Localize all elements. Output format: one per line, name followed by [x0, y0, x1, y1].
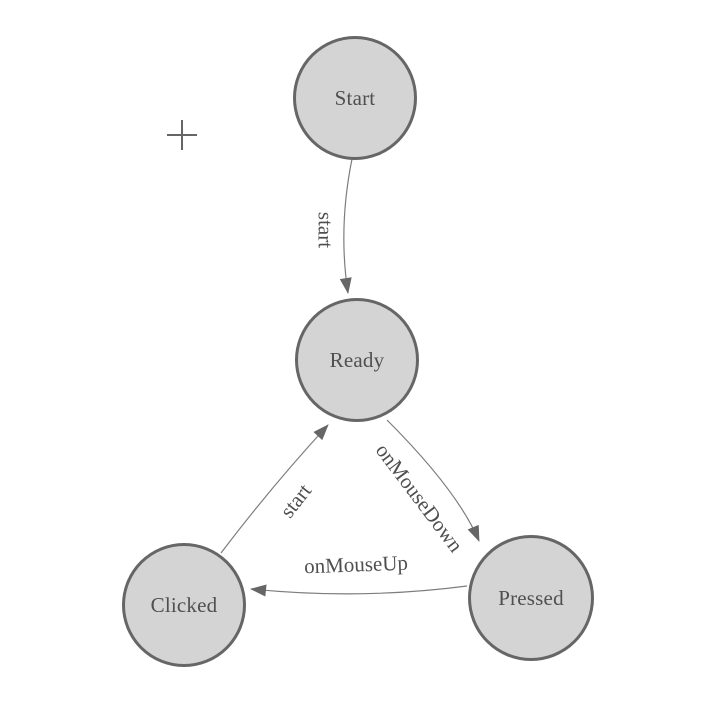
state-start[interactable]: Start: [293, 36, 417, 160]
transition-label-start-ready[interactable]: start: [313, 211, 338, 249]
state-pressed[interactable]: Pressed: [468, 535, 594, 661]
state-clicked[interactable]: Clicked: [122, 543, 246, 667]
edge-pressed-to-clicked[interactable]: [250, 584, 468, 597]
state-start-label: Start: [334, 85, 376, 110]
state-clicked-label: Clicked: [150, 592, 218, 617]
edge-start-to-ready[interactable]: [339, 158, 353, 294]
state-ready-label: Ready: [329, 347, 385, 372]
plus-crosshair-icon: [167, 120, 197, 150]
state-pressed-label: Pressed: [498, 585, 564, 610]
edge-clicked-to-ready[interactable]: [220, 424, 329, 554]
transition-label-pressed-clicked[interactable]: onMouseUp: [303, 550, 409, 579]
edge-ready-to-pressed[interactable]: [386, 419, 480, 542]
state-ready[interactable]: Ready: [295, 298, 419, 422]
